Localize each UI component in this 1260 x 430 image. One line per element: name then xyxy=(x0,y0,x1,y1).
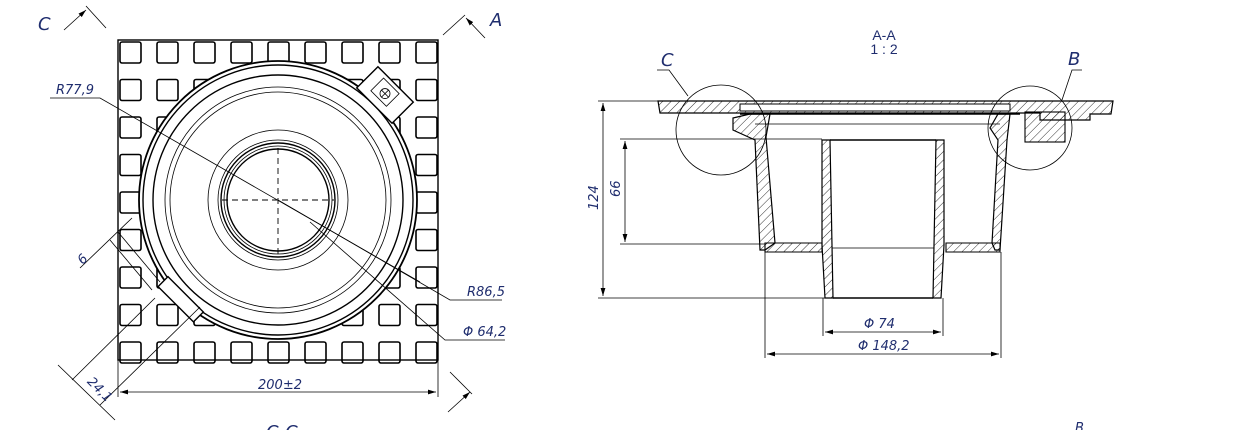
grate-cell xyxy=(415,116,438,139)
bottom-label-b: B xyxy=(1075,421,1084,430)
dim-r77: R77,9 xyxy=(56,83,94,98)
grate-cell xyxy=(119,266,142,289)
grate-cell xyxy=(230,341,253,364)
grate-cell xyxy=(304,41,327,64)
grate-cell xyxy=(415,266,438,289)
grate-cell xyxy=(119,116,142,139)
grate-cell xyxy=(193,341,216,364)
bottom-label-c: c xyxy=(735,427,742,430)
grate-cell xyxy=(415,153,438,177)
grate-frame xyxy=(117,39,439,361)
pipe-wall-right xyxy=(932,139,945,299)
section-label-a: A xyxy=(489,10,502,31)
section-mark-a: A xyxy=(442,10,502,39)
grate-cell xyxy=(341,41,364,64)
grate-cell xyxy=(156,303,179,327)
dim-d64: Φ 64,2 xyxy=(463,325,506,340)
grate-cell xyxy=(415,41,438,64)
section-scale: 1 : 2 xyxy=(870,41,897,57)
grate-cell xyxy=(119,303,142,327)
grate-cell xyxy=(156,41,179,64)
slot xyxy=(157,275,205,323)
dim-124: 124 xyxy=(587,185,602,210)
grate-cell xyxy=(267,41,290,64)
dim-6: 6 xyxy=(75,251,91,267)
detail-label-b: B xyxy=(1068,49,1080,70)
dim-d148: Φ 148,2 xyxy=(858,339,910,354)
dim-d74: Φ 74 xyxy=(864,317,895,332)
section-view: A-A 1 : 2 C B 124 66 xyxy=(587,27,1114,430)
pipe-wall-left xyxy=(821,139,834,299)
latch-section xyxy=(1024,111,1066,143)
plan-view: C A R77,9 xyxy=(38,5,506,430)
grate-cell xyxy=(119,341,142,364)
grate-cell xyxy=(304,341,327,364)
grate-cell xyxy=(415,303,438,327)
grate-cell xyxy=(267,341,290,364)
section-title: A-A xyxy=(872,27,896,43)
dim-24: 24,1 xyxy=(84,374,115,405)
grate-cell xyxy=(119,78,142,102)
grate-cell xyxy=(156,78,179,102)
section-mark-c: C xyxy=(38,5,107,35)
grate-cell xyxy=(378,41,401,64)
dim-200: 200±2 xyxy=(258,378,302,393)
dim-r86: R86,5 xyxy=(467,285,505,300)
section-label-c: C xyxy=(38,14,51,35)
grate-cell xyxy=(378,341,401,364)
grate-cell xyxy=(341,341,364,364)
grate-cell xyxy=(415,191,438,214)
detail-circle-b xyxy=(987,85,1073,171)
grate-cell xyxy=(230,41,253,64)
grate-cell xyxy=(193,41,216,64)
grate-cell xyxy=(415,341,438,364)
grate-cell xyxy=(119,191,142,214)
body-wall-right xyxy=(989,113,1011,251)
grate-cell xyxy=(119,228,142,252)
grate-cell xyxy=(378,303,401,327)
dim-line-6 xyxy=(79,217,133,269)
dim-66: 66 xyxy=(609,180,624,197)
grate-cell xyxy=(156,341,179,364)
outlet-ring xyxy=(207,129,349,271)
dim-line-24 xyxy=(57,364,116,421)
body-wall-left xyxy=(732,113,776,251)
grate-cell xyxy=(415,78,438,102)
leader-d64 xyxy=(309,221,505,341)
detail-circle-c xyxy=(675,84,767,176)
grate-cell xyxy=(119,41,142,64)
latch xyxy=(355,65,415,125)
section-label-cc: C-C xyxy=(266,422,298,430)
grate-cell xyxy=(119,153,142,177)
leader-r86 xyxy=(277,199,502,301)
detail-label-c: C xyxy=(661,50,674,71)
grate-cell xyxy=(415,228,438,252)
grate xyxy=(739,103,1011,112)
